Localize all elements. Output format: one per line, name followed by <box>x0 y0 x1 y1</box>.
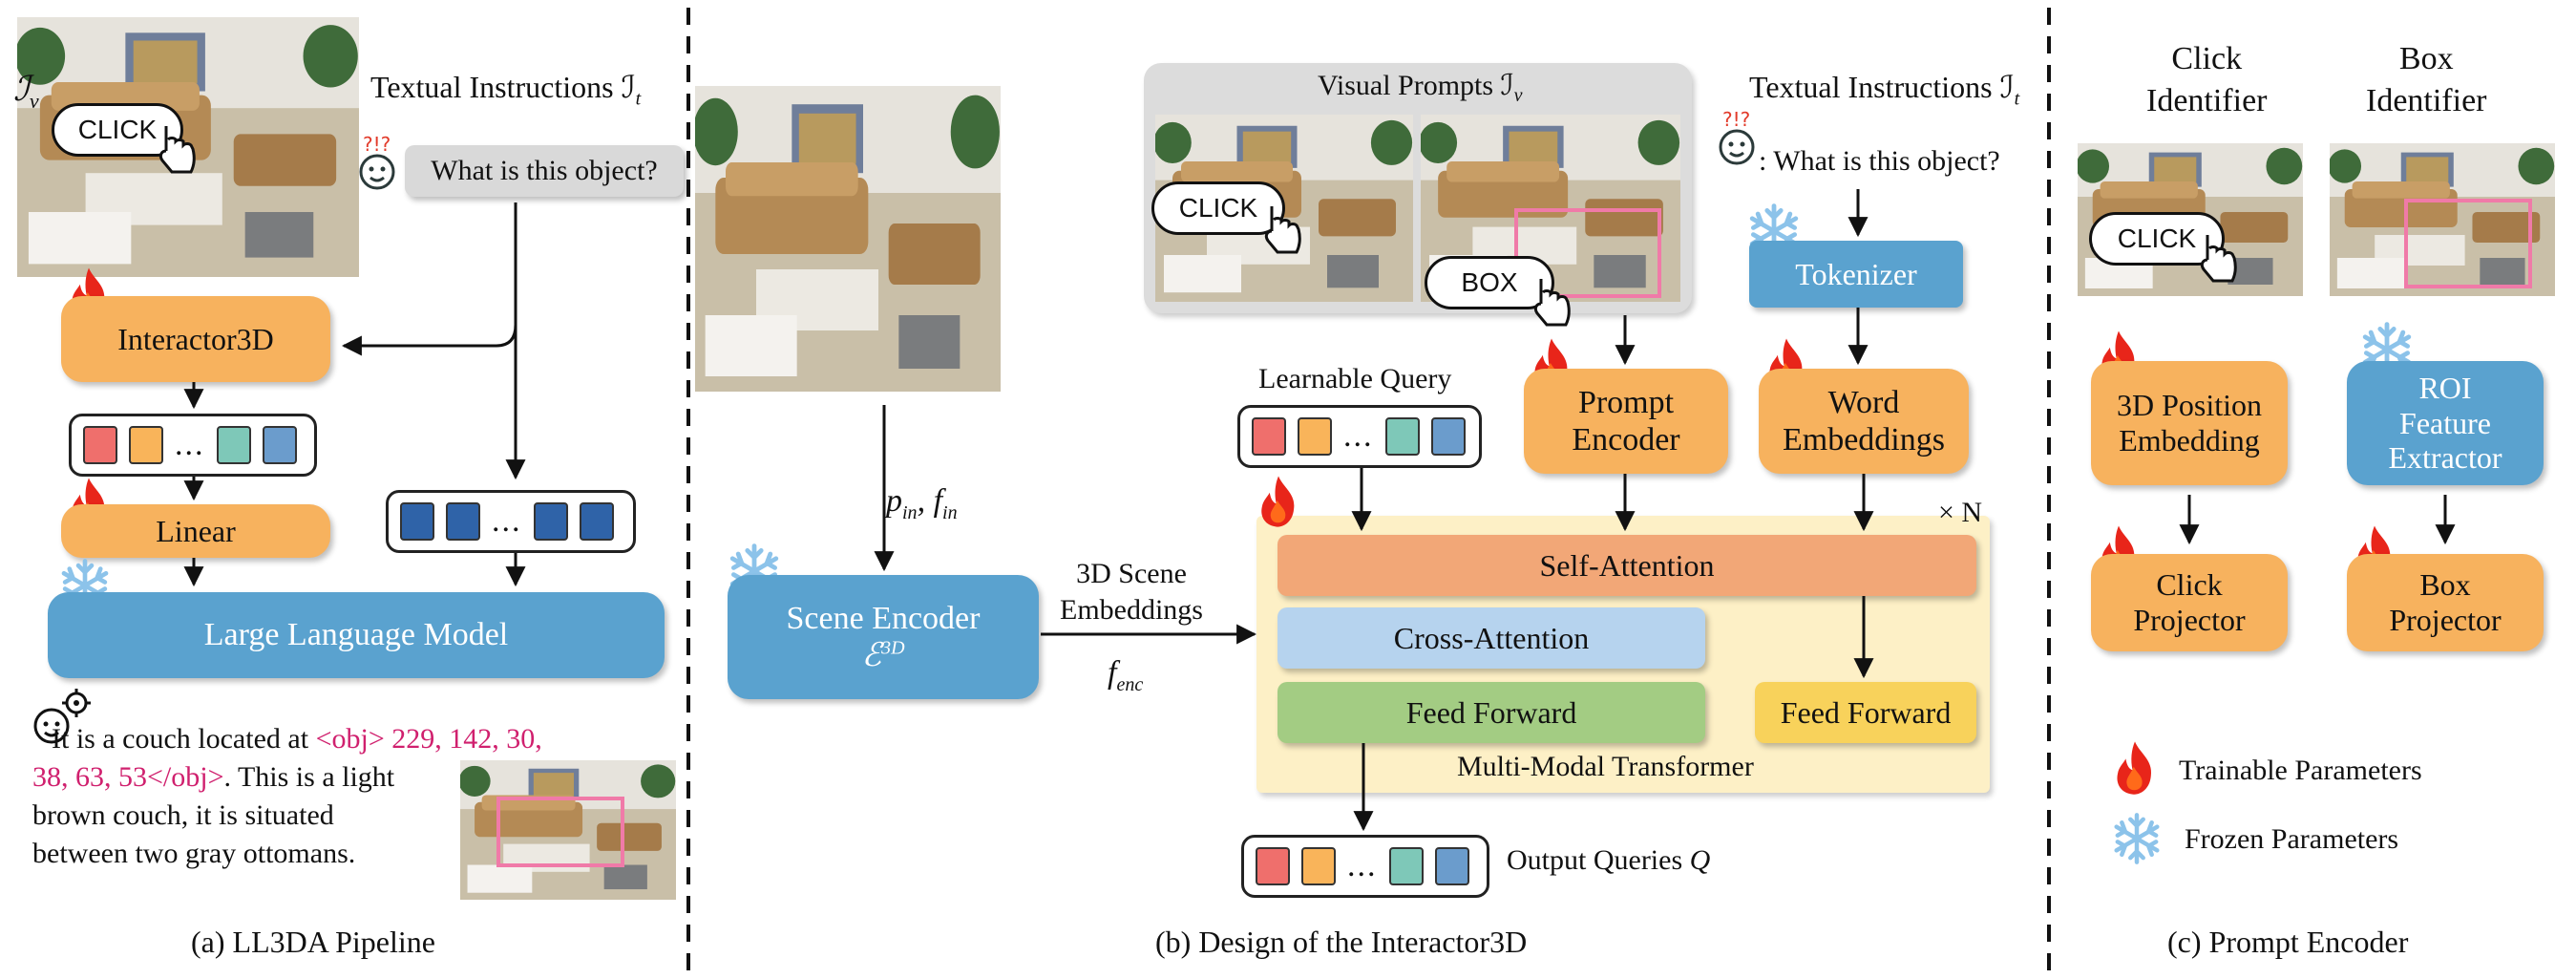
box-identifier-image <box>2330 143 2555 296</box>
question-text: : What is this object? <box>1759 145 2000 177</box>
caption-a: (a) LL3DA Pipeline <box>191 925 435 959</box>
textual-instructions-label: Textual Instructions ℐt <box>370 70 642 110</box>
learnable-query-label: Learnable Query <box>1258 363 1452 394</box>
click-prompt-pill: CLICK <box>1151 181 1285 235</box>
self-attention-block: Self-Attention <box>1277 535 1976 596</box>
interactor3d-block: Interactor3D <box>61 296 330 382</box>
question-bubble: What is this object? <box>405 145 684 197</box>
token-teal <box>1388 847 1424 885</box>
points-features-label: pin, fin <box>886 483 958 523</box>
interactor-output-tokens: ... <box>69 414 317 477</box>
feed-forward-text-block: Feed Forward <box>1755 682 1976 743</box>
times-n-label: × N <box>1938 497 1983 528</box>
token-orange <box>1301 847 1336 885</box>
panel-a-arrows <box>183 202 526 587</box>
token-red <box>1252 417 1286 456</box>
caption-b: (b) Design of the Interactor3D <box>1155 925 1528 959</box>
token-orange <box>1298 417 1332 456</box>
text-tokens: ... <box>386 490 636 553</box>
cursor-hand-icon <box>1264 206 1301 254</box>
mmt-label: Multi-Modal Transformer <box>1457 751 1754 782</box>
legend-trainable: Trainable Parameters <box>2179 755 2422 786</box>
visual-prompts-label: Visual Prompts ℐv <box>1318 70 1523 106</box>
token-ellipsis: ... <box>492 503 522 539</box>
cursor-hand-icon <box>158 126 196 174</box>
f-enc-label: fenc <box>1108 655 1144 695</box>
output-queries-label: Output Queries Q <box>1507 844 1711 876</box>
token-dark-blue <box>446 502 480 541</box>
token-ellipsis: ... <box>1347 848 1378 883</box>
token-teal <box>1384 417 1420 456</box>
visual-instruction-symbol: ℐv <box>13 70 39 114</box>
frozen-legend-snowflake-icon <box>2110 812 2164 865</box>
box-prompt-pill: BOX <box>1425 256 1554 309</box>
feed-forward-block: Feed Forward <box>1277 682 1705 743</box>
token-red <box>83 426 117 464</box>
assistant-gear-icon <box>33 689 91 744</box>
cursor-hand-icon <box>1533 279 1571 327</box>
answer-couch-image <box>460 760 676 900</box>
cursor-hand-icon <box>2200 235 2237 283</box>
panel-c-arrows <box>2179 495 2456 545</box>
svg-text:?!?: ?!? <box>1722 109 1750 131</box>
token-dark-blue <box>579 502 614 541</box>
click-prompt-pill: CLICK <box>52 103 183 157</box>
cross-attention-block: Cross-Attention <box>1277 607 1705 669</box>
caption-c: (c) Prompt Encoder <box>2167 925 2409 959</box>
llm-answer-text: It is a couch located at <obj> 229, 142,… <box>32 723 542 869</box>
legend-frozen: Frozen Parameters <box>2185 823 2399 855</box>
token-orange <box>129 426 163 464</box>
token-blue <box>1434 847 1469 885</box>
svg-text:?!?: ?!? <box>363 134 391 156</box>
linear-block: Linear <box>61 504 330 558</box>
tokenizer-block: Tokenizer <box>1749 241 1963 308</box>
click-prompt-pill: CLICK <box>2089 212 2225 266</box>
token-dark-blue <box>400 502 434 541</box>
box-prompt-image <box>1421 115 1680 302</box>
learnable-query-tokens: ... <box>1237 405 1482 468</box>
panel-b-arrows <box>874 189 1874 832</box>
token-ellipsis: ... <box>175 427 205 462</box>
token-ellipsis: ... <box>1343 418 1374 454</box>
output-query-tokens: ... <box>1241 835 1489 898</box>
token-red <box>1256 847 1290 885</box>
scene-encoder-block: Scene Encoder ℰ3D <box>728 575 1039 699</box>
trainable-legend-fire-icon <box>2117 741 2152 795</box>
user-question-icon: ?!? <box>359 134 395 190</box>
token-blue <box>262 426 297 464</box>
user-question-icon: ?!? <box>1719 109 1755 165</box>
token-blue <box>1430 417 1466 456</box>
token-dark-blue <box>533 502 568 541</box>
large-language-model-block: Large Language Model <box>48 592 665 678</box>
token-teal <box>216 426 251 464</box>
textual-instructions-label: Textual Instructions ℐt <box>1749 70 2020 110</box>
